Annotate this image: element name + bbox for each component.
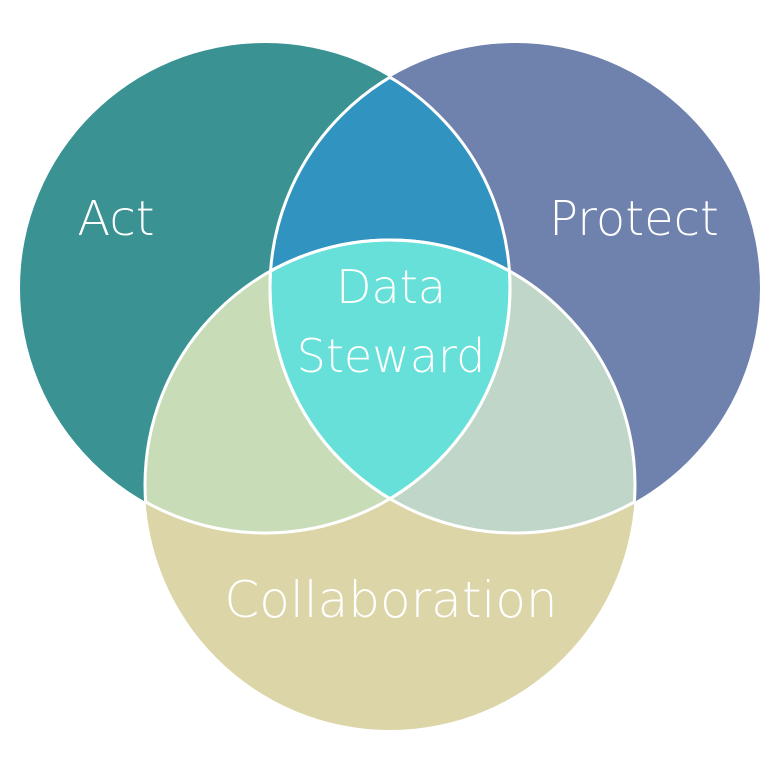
label-protect: Protect xyxy=(549,191,719,247)
label-steward: Steward xyxy=(297,329,486,383)
intersection-center xyxy=(270,240,510,533)
label-data: Data xyxy=(336,260,446,314)
label-collaboration: Collaboration xyxy=(224,571,557,629)
label-act: Act xyxy=(77,191,154,247)
